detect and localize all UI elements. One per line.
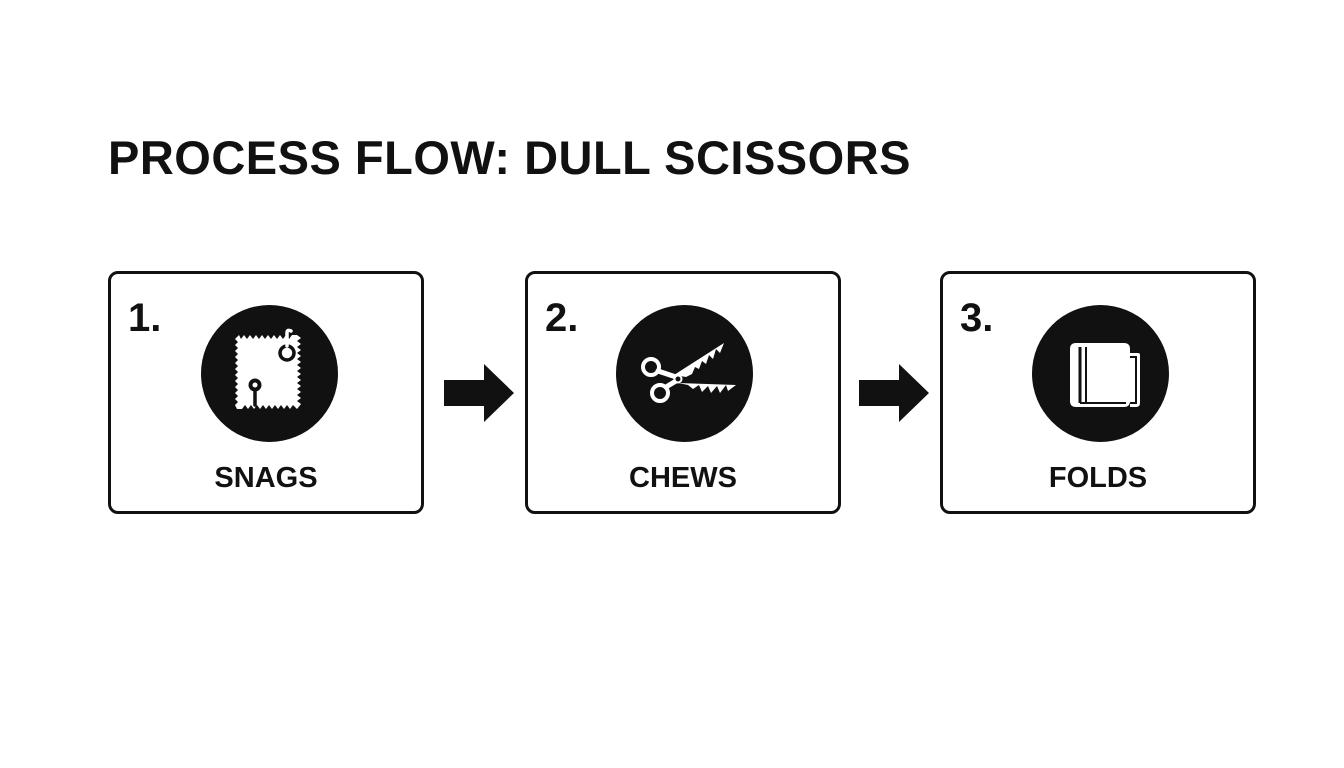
folded-paper-icon bbox=[1032, 305, 1169, 442]
step-2-label: CHEWS bbox=[629, 462, 737, 494]
chewing-scissors-icon bbox=[616, 305, 753, 442]
step-1-number: 1. bbox=[128, 296, 162, 340]
step-3-number: 3. bbox=[960, 296, 994, 340]
flow-arrow-icon bbox=[442, 362, 516, 424]
step-2-box: 2. CHEWS bbox=[525, 271, 841, 514]
step-1-box: 1. SNAGS bbox=[108, 271, 424, 514]
snagged-fabric-icon bbox=[201, 305, 338, 442]
step-1-label: SNAGS bbox=[214, 462, 318, 494]
step-2-number: 2. bbox=[545, 296, 579, 340]
page-title: PROCESS FLOW: DULL SCISSORS bbox=[108, 131, 911, 184]
step-3-box: 3. FOLDS bbox=[940, 271, 1256, 514]
flow-arrow-icon bbox=[857, 362, 931, 424]
step-3-label: FOLDS bbox=[1048, 462, 1148, 494]
